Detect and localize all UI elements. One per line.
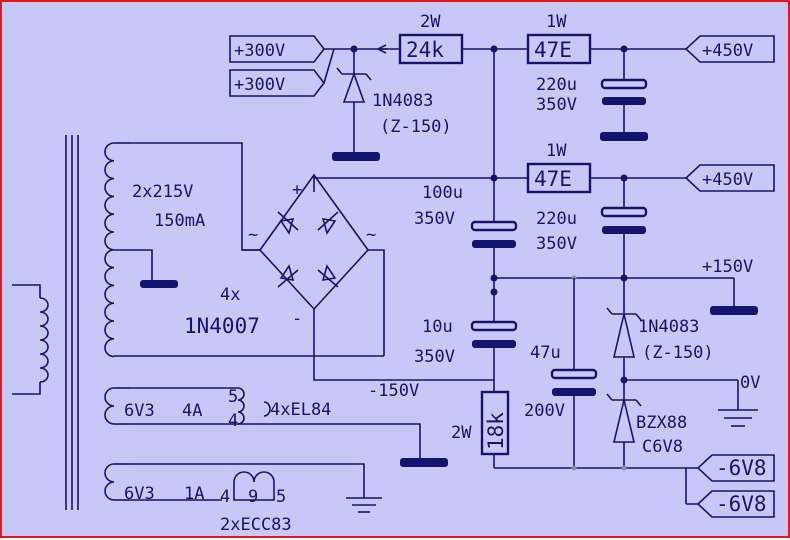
capacitor-10u-cap-label: 10u xyxy=(422,317,453,337)
filament-2-ground-icon xyxy=(346,494,382,513)
filament-1-current-label: 4A xyxy=(182,401,202,421)
transformer-core xyxy=(65,135,79,510)
input-300v-a-connector xyxy=(229,35,326,63)
capacitor-47u-volt-label: 200V xyxy=(524,401,565,421)
capacitor-220u-b-volt-label: 350V xyxy=(536,234,577,254)
input-300v-b-label: +300V xyxy=(234,75,285,95)
capacitor-220u-a-ground-icon xyxy=(600,132,648,141)
resistor-47e-b-value-label: 47E xyxy=(534,167,572,191)
zener-d1 xyxy=(336,49,372,152)
capacitor-47u-cap-label: 47u xyxy=(530,343,561,363)
zener-bzx88-icon xyxy=(612,399,636,443)
resistor-47e-a-power-label: 1W xyxy=(546,12,567,32)
zener-bzx88-part-label: BZX88 xyxy=(636,413,687,433)
hv-center-tap-ground-icon xyxy=(140,280,178,288)
capacitor-10u-volt-label: 350V xyxy=(414,347,455,367)
filament-1-voltage-label: 6V3 xyxy=(124,401,155,421)
resistor-47e-b xyxy=(526,162,686,194)
filament-2-voltage-label: 6V3 xyxy=(124,484,155,504)
output-450v-a-label: +450V xyxy=(702,41,753,61)
primary-winding xyxy=(12,284,49,395)
output-450v-a-connector xyxy=(684,35,775,63)
zener-d1-icon xyxy=(342,71,366,103)
rail-0v-ground-icon xyxy=(718,380,758,427)
bridge-diode-3-icon xyxy=(279,264,295,281)
filament-1-tubes-label: 4xEL84 xyxy=(270,400,331,420)
filament-1-ground-icon xyxy=(400,458,448,467)
zener-bzx88-note-label: C6V8 xyxy=(642,437,683,457)
rail-0v-label: 0V xyxy=(740,373,760,393)
hv-winding-voltage-label: 2x215V xyxy=(132,182,193,202)
resistor-47e-a xyxy=(526,33,686,65)
filament-2-current-label: 1A xyxy=(184,484,204,504)
zener-d1-ground-icon xyxy=(332,152,380,161)
capacitor-220u-a-volt-label: 350V xyxy=(536,95,577,115)
input-300v-a-label: +300V xyxy=(234,41,285,61)
output-6v8-a-connector xyxy=(696,454,775,482)
transformer: 2x215V 150mA 6V3 4A 5 4 4xEL84 6V3 1A 4 xyxy=(12,135,448,535)
bridge-plus-label: + xyxy=(292,180,302,200)
zener-d2-note-label: (Z-150) xyxy=(642,343,714,363)
capacitor-220u-a xyxy=(600,49,648,141)
resistor-24k xyxy=(377,33,528,65)
bridge-minus-label: - xyxy=(292,309,302,329)
resistor-18k xyxy=(480,390,510,468)
junction-0v-dot xyxy=(620,376,628,384)
output-6v8-b-label: -6V8 xyxy=(716,492,767,516)
resistor-47e-a-value-label: 47E xyxy=(534,38,572,62)
output-450v-b-connector xyxy=(684,164,775,192)
rail-minus150v-label: -150V xyxy=(368,381,419,401)
junction-150-b-dot xyxy=(620,274,628,282)
capacitor-100u xyxy=(470,178,518,322)
bridge-part-label: 1N4007 xyxy=(184,314,260,338)
junction-150-a-dot xyxy=(490,274,498,282)
zener-bzx88 xyxy=(606,393,642,468)
resistor-18k-power-label: 2W xyxy=(451,423,472,443)
capacitor-220u-b xyxy=(600,178,648,314)
capacitor-100u-volt-label: 350V xyxy=(414,209,455,229)
zener-d1-part-label: 1N4083 xyxy=(372,91,433,111)
bridge-ac-left-label: ~ xyxy=(248,225,258,245)
zener-d2 xyxy=(606,307,642,400)
bridge-rectifier xyxy=(242,173,494,381)
bridge-ac-right-label: ~ xyxy=(366,225,376,245)
filament-1-pin-a-label: 5 xyxy=(228,387,238,407)
filament-2-pin-c-label: 5 xyxy=(276,487,286,507)
capacitor-10u xyxy=(470,288,518,392)
rail-150v-label: +150V xyxy=(702,257,753,277)
input-300v-connectors xyxy=(229,35,400,97)
capacitor-100u-cap-label: 100u xyxy=(422,183,463,203)
zener-d1-note-label: (Z-150) xyxy=(380,117,452,137)
zener-d2-icon xyxy=(612,313,636,358)
filament-2-pin-a-label: 4 xyxy=(220,487,230,507)
node-6v8-b-dot xyxy=(621,465,627,471)
filament-winding-1 xyxy=(104,387,421,458)
output-6v8-a-label: -6V8 xyxy=(716,456,767,480)
resistor-18k-value-label: 18k xyxy=(484,412,508,450)
rail-150v-ground-icon xyxy=(710,306,758,315)
resistor-47e-b-power-label: 1W xyxy=(546,141,567,161)
rail-6v8-split xyxy=(685,467,698,505)
bridge-diode-4-icon xyxy=(321,264,337,281)
node-6v8-a-dot xyxy=(571,465,577,471)
output-6v8-b-connector xyxy=(696,490,775,518)
input-300v-b-connector xyxy=(229,69,326,97)
capacitor-220u-a-cap-label: 220u xyxy=(536,75,577,95)
filament-1-pin-b-label: 4 xyxy=(228,411,238,431)
zener-d2-part-label: 1N4083 xyxy=(638,317,699,337)
filament-2-pin-b-label: 9 xyxy=(248,487,258,507)
filament-2-tubes-label: 2xECC83 xyxy=(220,515,292,535)
resistor-24k-power-label: 2W xyxy=(420,12,441,32)
resistor-24k-value-label: 24k xyxy=(406,38,444,62)
capacitor-220u-b-cap-label: 220u xyxy=(536,209,577,229)
capacitor-47u xyxy=(550,278,598,468)
hv-winding-current-label: 150mA xyxy=(154,211,205,231)
filament-winding-2 xyxy=(104,463,365,501)
output-450v-b-label: +450V xyxy=(702,170,753,190)
bridge-count-label: 4x xyxy=(220,285,240,305)
